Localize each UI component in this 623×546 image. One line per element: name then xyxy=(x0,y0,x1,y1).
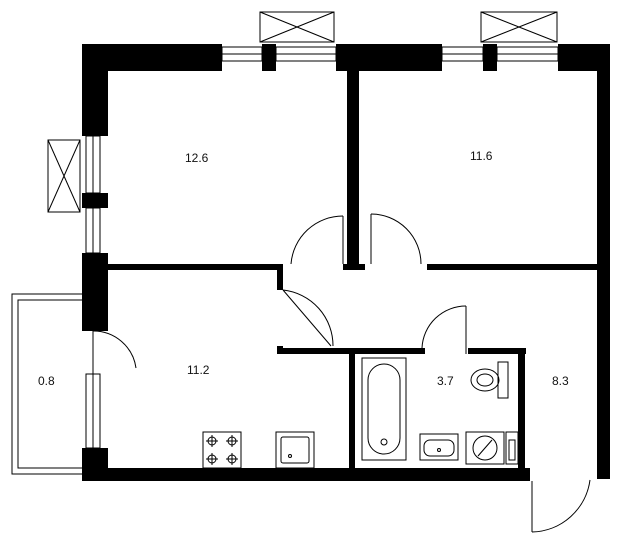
toilet-icon xyxy=(470,361,509,399)
doors xyxy=(92,213,591,533)
room-area-hallway: 8.3 xyxy=(552,374,569,388)
wall-hall-stub xyxy=(343,264,365,270)
door-bedroom-2 xyxy=(370,213,422,265)
wall-bottom xyxy=(82,468,530,481)
wall-bedroom2-hall xyxy=(427,264,599,270)
fixtures xyxy=(202,357,519,469)
wall-kitchen-bath xyxy=(349,348,355,472)
wall-bedroom-divider xyxy=(347,68,359,270)
door-balcony xyxy=(92,330,137,374)
washing-machine-icon xyxy=(465,431,505,465)
kitchen-sink-icon xyxy=(275,431,315,469)
exterior-walls xyxy=(82,44,610,481)
room-area-bedroom-1: 12.6 xyxy=(185,151,209,165)
window-top-1 xyxy=(221,11,337,62)
room-area-balcony: 0.8 xyxy=(38,374,55,388)
balcony xyxy=(11,293,82,475)
wall-top-middle xyxy=(336,44,442,71)
window-left-2 xyxy=(85,207,101,254)
wall-left-3 xyxy=(82,253,108,331)
room-area-kitchen-living: 11.2 xyxy=(187,363,210,377)
wall-left-1 xyxy=(82,44,108,136)
wall-right xyxy=(597,44,610,479)
window-left-1 xyxy=(47,135,101,213)
door-kitchen xyxy=(282,289,334,347)
window-left-3 xyxy=(85,373,101,449)
wall-top-pier-1 xyxy=(262,44,276,71)
door-bathroom xyxy=(421,305,467,354)
windows xyxy=(47,11,559,449)
wall-bedroom1-kitchen xyxy=(108,264,277,270)
wall-bath-top-right xyxy=(468,348,526,354)
door-entrance xyxy=(531,479,591,533)
wall-left-2 xyxy=(82,193,108,208)
bathroom-sink-icon xyxy=(419,433,459,461)
interior-walls xyxy=(108,68,599,472)
wall-top-pier-2 xyxy=(483,44,497,71)
wall-kitchen-door-jamb-top xyxy=(277,264,283,290)
window-top-2 xyxy=(441,11,559,62)
room-labels: 12.6 11.6 11.2 0.8 3.7 8.3 xyxy=(38,149,569,388)
water-heater-icon xyxy=(505,431,519,465)
door-bedroom-1 xyxy=(290,215,344,265)
bathtub-icon xyxy=(361,357,407,461)
room-area-bedroom-2: 11.6 xyxy=(470,149,493,163)
room-area-bathroom: 3.7 xyxy=(437,374,454,388)
wall-bath-hall xyxy=(518,348,525,472)
stove-icon xyxy=(202,431,242,469)
